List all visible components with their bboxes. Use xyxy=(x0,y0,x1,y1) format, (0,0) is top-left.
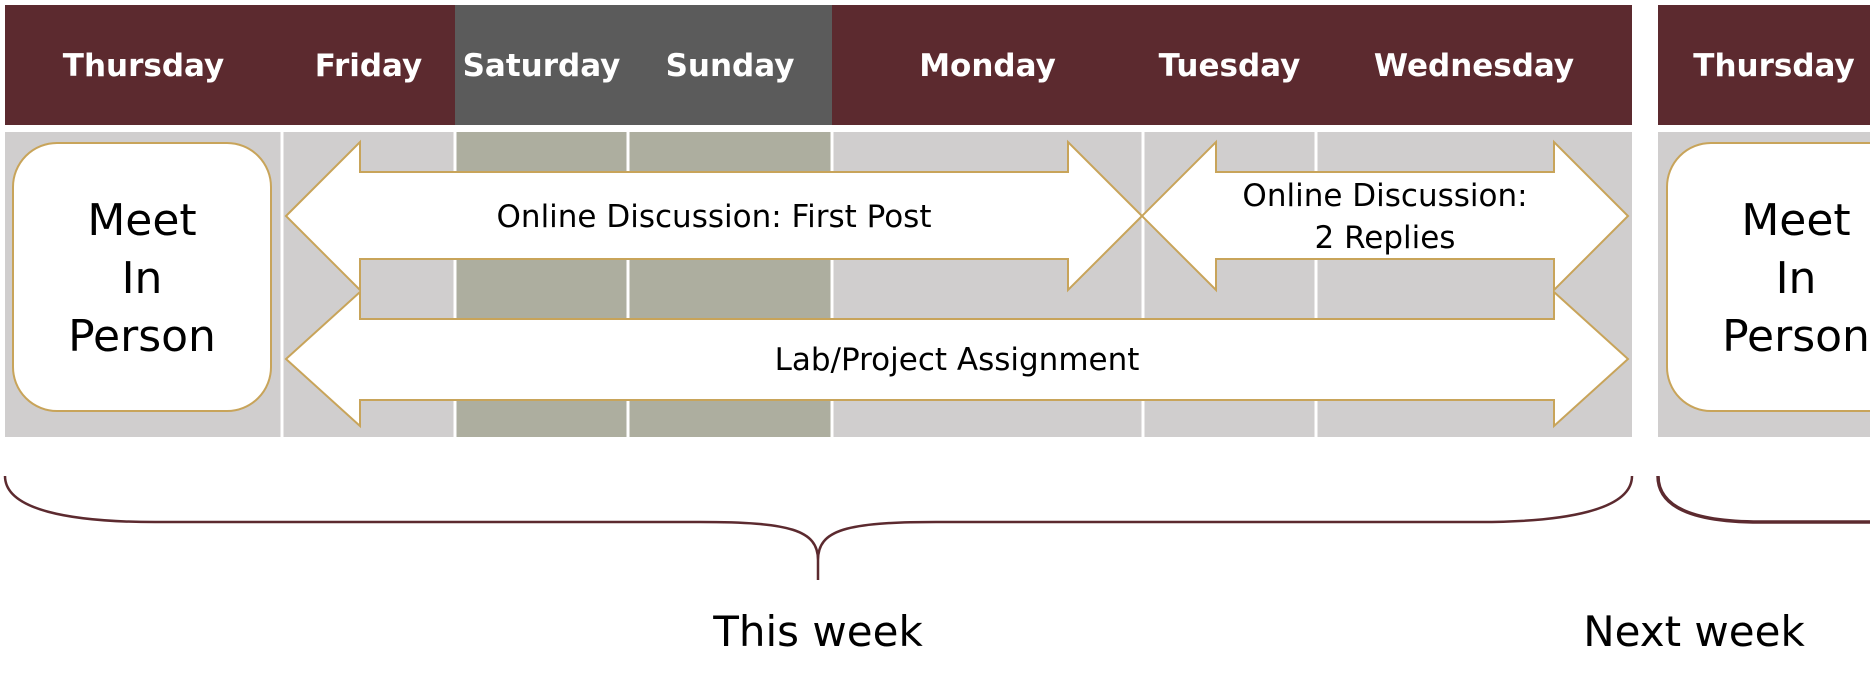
day-label-thursday: Thursday xyxy=(63,48,224,84)
next-week-day-header-thursday xyxy=(1658,5,1870,125)
meet-box-line: In xyxy=(1776,253,1817,304)
meet-box-line: Meet xyxy=(1741,195,1850,246)
week-braces xyxy=(3,475,1870,580)
this-week-label: This week xyxy=(712,607,923,656)
activity-arrows: Online Discussion: First Post Online Disc… xyxy=(284,139,1630,429)
day-label-wednesday: Wednesday xyxy=(1374,48,1574,84)
this-week-brace xyxy=(3,475,1634,580)
meet-box-line: Person xyxy=(1722,311,1870,362)
day-header-thursday xyxy=(5,5,282,125)
meet-box-line: In xyxy=(122,253,163,304)
first-post-arrow: Online Discussion: First Post xyxy=(284,139,1144,293)
day-label-tuesday: Tuesday xyxy=(1159,48,1301,84)
next-week-label: Next week xyxy=(1583,607,1805,656)
day-label-friday: Friday xyxy=(315,48,422,84)
day-header-wednesday xyxy=(1316,5,1632,125)
day-header-monday xyxy=(832,5,1143,125)
header-gap xyxy=(5,125,1632,132)
first-post-arrow-label: Online Discussion: First Post xyxy=(497,199,932,235)
day-header-tuesday xyxy=(1143,5,1316,125)
replies-arrow-shape xyxy=(1140,139,1630,293)
day-label-saturday: Saturday xyxy=(463,48,621,84)
day-header-friday xyxy=(282,5,455,125)
day-header-row: Thursday Friday Saturday Sunday Monday Tuesda… xyxy=(5,5,1870,132)
lab-assignment-arrow-shape xyxy=(284,289,1630,429)
next-week-brace xyxy=(1656,475,1870,524)
replies-arrow: Online Discussion: 2 Replies xyxy=(1140,139,1630,293)
lab-assignment-arrow-label: Lab/Project Assignment xyxy=(775,342,1140,378)
day-label-monday: Monday xyxy=(919,48,1056,84)
replies-arrow-label: Online Discussion: xyxy=(1242,178,1527,214)
replies-arrow-label: 2 Replies xyxy=(1315,220,1456,256)
next-week-day-label-thursday: Thursday xyxy=(1693,48,1854,84)
header-gap xyxy=(1658,125,1870,132)
meet-box-line: Meet xyxy=(87,195,196,246)
meet-box-line: Person xyxy=(68,311,216,362)
day-header-sunday xyxy=(628,5,832,125)
day-header-saturday xyxy=(455,5,628,125)
lab-assignment-arrow: Lab/Project Assignment xyxy=(284,289,1630,429)
day-label-sunday: Sunday xyxy=(666,48,795,84)
